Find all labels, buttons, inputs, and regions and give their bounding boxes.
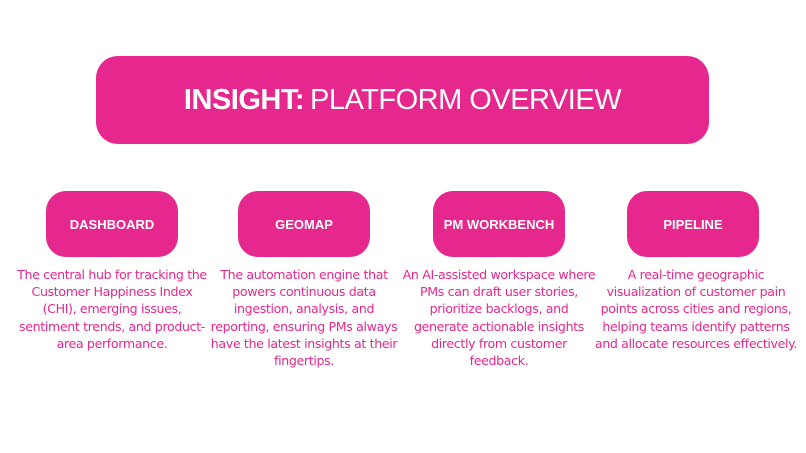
- title-brand: INSIGHT:: [183, 83, 305, 116]
- module-pm-workbench-description: An AI-assisted workspace where PMs can d…: [402, 267, 596, 369]
- module-geomap-description: The automation engine that powers contin…: [210, 267, 398, 369]
- module-geomap: GEOMAP: [238, 191, 370, 257]
- module-dashboard: DASHBOARD: [46, 191, 178, 257]
- module-pipeline-description: A real-time geographic visualization of …: [594, 267, 798, 351]
- module-pipeline: PIPELINE: [627, 191, 759, 257]
- title-subtitle: PLATFORM OVERVIEW: [309, 83, 622, 116]
- module-dashboard-description: The central hub for tracking the Custome…: [17, 267, 207, 351]
- module-pm-workbench: PM WORKBENCH: [433, 191, 565, 257]
- page-title: INSIGHT: PLATFORM OVERVIEW: [96, 56, 709, 144]
